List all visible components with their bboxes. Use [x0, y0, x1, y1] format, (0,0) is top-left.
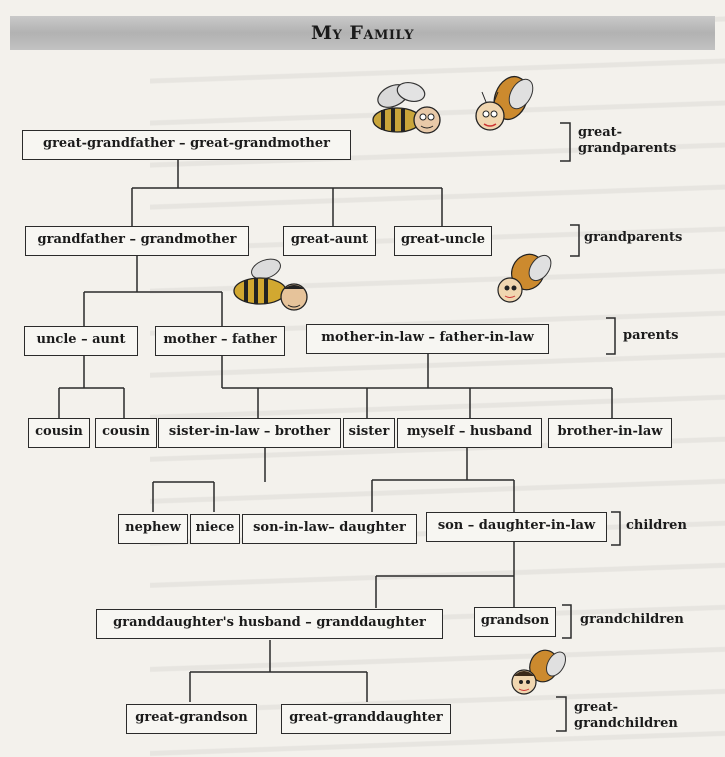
box-son-daughter-in-law: son – daughter-in-law [426, 512, 607, 542]
box-mother-father: mother – father [155, 326, 285, 356]
box-uncle-aunt: uncle – aunt [24, 326, 138, 356]
bee-grandma-icon [475, 75, 534, 131]
box-sister: sister [343, 418, 395, 448]
box-great-uncle: great-uncle [394, 226, 492, 256]
box-granddaughters-husband-granddaughter: granddaughter's husband – granddaughter [96, 609, 443, 639]
label-great-grandparents-line2: grandparents [578, 141, 677, 156]
bee-great-granddaughter-icon [511, 649, 566, 695]
box-sister-in-law-brother: sister-in-law – brother [158, 418, 341, 448]
box-brother-in-law: brother-in-law [548, 418, 672, 448]
box-son-in-law-daughter: son-in-law– daughter [242, 514, 417, 544]
box-myself-husband: myself – husband [397, 418, 542, 448]
box-cousin-1: cousin [28, 418, 90, 448]
label-great-grandchildren: great- grandchildren [574, 700, 678, 732]
label-parents: parents [623, 328, 679, 343]
box-great-grandparents: great-grandfather – great-grandmother [22, 130, 351, 160]
box-great-granddaughter: great-granddaughter [281, 704, 451, 734]
label-great-grandparents: great- grandparents [578, 125, 676, 157]
box-nephew: nephew [118, 514, 188, 544]
bee-mother-in-law-icon [497, 253, 552, 303]
label-grandparents: grandparents [584, 230, 683, 245]
label-great-grandchildren-line1: great- [574, 700, 619, 715]
title-banner: My Family [10, 16, 715, 50]
page-title: My Family [310, 22, 415, 44]
label-great-grandparents-line1: great- [578, 125, 623, 140]
box-cousin-2: cousin [95, 418, 157, 448]
bee-father-icon [233, 258, 308, 311]
box-great-aunt: great-aunt [283, 226, 376, 256]
bee-grandpa-icon [372, 81, 441, 134]
label-grandchildren: grandchildren [580, 612, 684, 627]
box-grandson: grandson [474, 607, 556, 637]
label-great-grandchildren-line2: grandchildren [574, 716, 678, 731]
label-children: children [626, 518, 687, 533]
box-in-laws: mother-in-law – father-in-law [306, 324, 549, 354]
box-niece: niece [190, 514, 240, 544]
box-grandparents: grandfather – grandmother [25, 226, 249, 256]
box-great-grandson: great-grandson [126, 704, 257, 734]
